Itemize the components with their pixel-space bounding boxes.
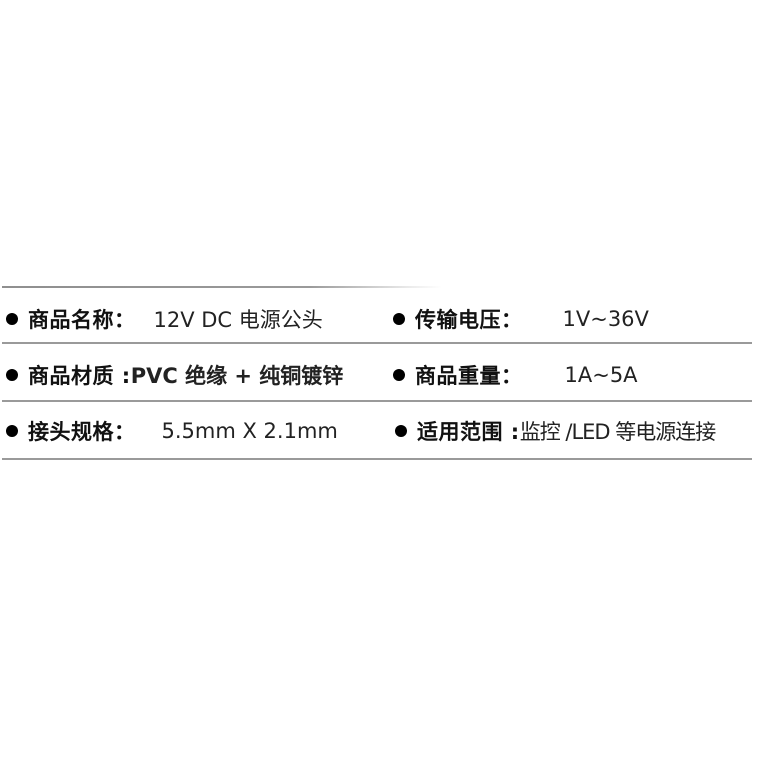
spec-item-application: 适用范围 : 监控 /LED 等电源连接 xyxy=(395,414,717,448)
bullet-icon xyxy=(393,369,405,381)
spec-item-connector-size: 接头规格： 5.5mm X 2.1mm xyxy=(6,414,338,448)
divider xyxy=(2,400,390,402)
bullet-icon xyxy=(6,313,18,325)
divider xyxy=(2,342,390,344)
spec-label: 商品重量： xyxy=(415,364,523,388)
spec-item-material: 商品材质 : PVC 绝缘 + 纯铜镀锌 xyxy=(6,358,343,392)
spec-value: PVC 绝缘 + 纯铜镀锌 xyxy=(130,364,344,388)
divider-top xyxy=(2,286,442,288)
spec-value: 监控 /LED 等电源连接 xyxy=(519,420,717,444)
spec-label: 接头规格： xyxy=(28,420,136,444)
divider xyxy=(380,458,752,460)
spec-value: 12V DC 电源公头 xyxy=(153,308,323,332)
spec-value: 5.5mm X 2.1mm xyxy=(161,419,338,443)
spec-value: 1A~5A xyxy=(564,363,638,387)
spec-item-product-name: 商品名称： 12V DC 电源公头 xyxy=(6,302,323,336)
divider xyxy=(380,342,752,344)
bullet-icon xyxy=(6,369,18,381)
divider xyxy=(380,400,752,402)
spec-label: 商品名称： xyxy=(28,308,136,332)
spec-value: 1V~36V xyxy=(562,307,649,331)
spec-label: 传输电压： xyxy=(415,308,523,332)
bullet-icon xyxy=(6,425,18,437)
divider xyxy=(2,458,390,460)
spec-item-weight: 商品重量： 1A~5A xyxy=(393,358,638,392)
bullet-icon xyxy=(393,313,405,325)
spec-label: 商品材质 : xyxy=(28,364,131,388)
spec-item-voltage: 传输电压： 1V~36V xyxy=(393,302,649,336)
spec-label: 适用范围 : xyxy=(417,420,520,444)
bullet-icon xyxy=(395,425,407,437)
